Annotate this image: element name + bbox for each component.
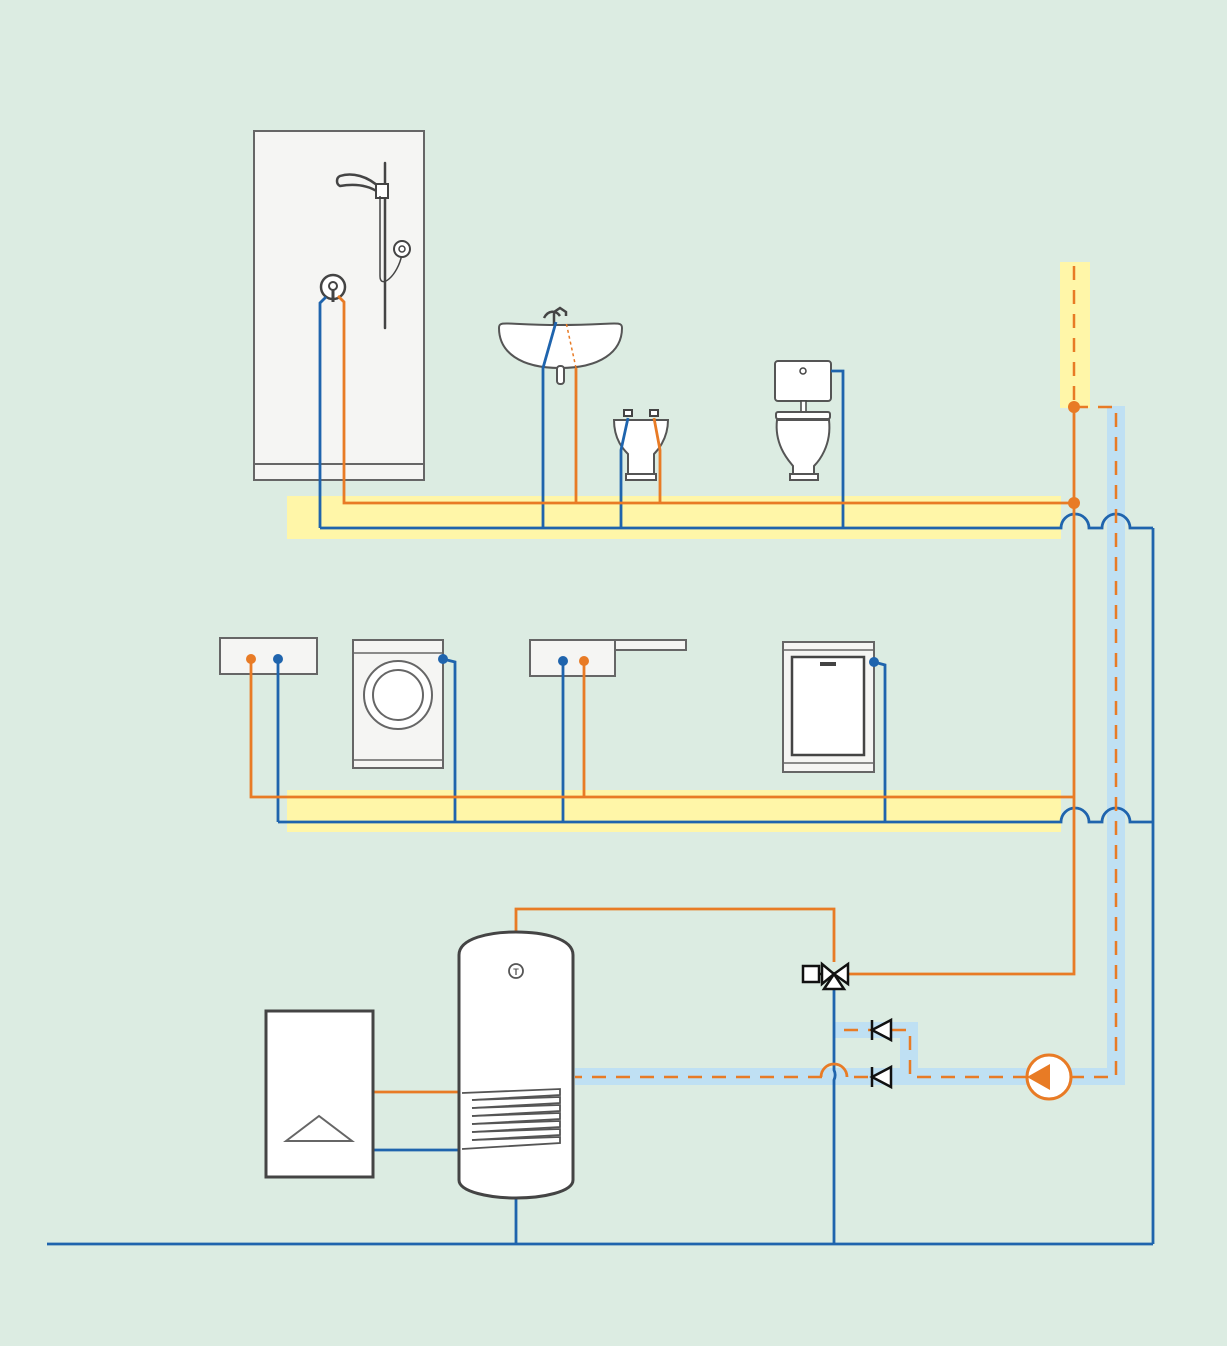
boiler-icon [264,1009,375,1179]
sink-unit-icon [529,639,687,677]
valve-loop-insulation-side [900,1022,918,1084]
check-valve-lower [869,1064,893,1090]
hot-water-pipes [249,295,1076,1094]
washing-machine-dot [438,654,448,664]
washbasin-hot-feed-dashed [565,321,577,369]
cold-to-shower [318,296,327,528]
washbasin-bowl [497,322,624,370]
washbasin-faucet [542,306,568,325]
washbasin-drain [556,365,565,385]
bidet-cold-feed [620,419,629,451]
tap-box-cold-dot [273,654,283,664]
circulation-return-insulation [575,1068,1125,1085]
shower-outlet-outer [393,240,411,258]
shower-head [335,173,381,194]
washing-machine-icon [352,639,444,769]
hot-tank-outlet [514,907,836,962]
riser-hot-insulation [1060,262,1090,408]
bidet-icon [612,409,670,481]
valve-left-triangle [820,961,836,987]
washing-machine-glass [372,669,424,721]
check-valve-upper [869,1017,893,1043]
valve-right-triangle [831,961,850,987]
flame-triangle-icon [283,1114,355,1142]
bidet-base [625,473,657,481]
hot-junction-upper [1068,497,1080,509]
tap-box-left [219,637,318,675]
washbasin-icon [497,306,624,385]
shower-hose [379,196,403,283]
riser-circulation-insulation [1107,406,1125,1083]
toilet-cistern [774,360,832,402]
cold-bridge-arc [819,1062,849,1078]
shower-cabin [253,130,425,481]
toilet-base [789,473,819,481]
dishwasher-door [790,655,866,757]
washbasin-cold-feed [542,329,555,369]
valve-actuator [801,964,821,984]
dishwasher-handle [820,662,836,666]
check-valve-icon [869,1017,893,1090]
valve-bottom-triangle [821,971,847,991]
tap-box-hot-dot [246,654,256,664]
cold-to-toilet [831,369,845,528]
toilet-seat [775,411,831,420]
sink-cold-dot [558,656,568,666]
heating-coil [461,1088,561,1150]
boiler-body [264,1009,375,1179]
mixing-valve-icon [801,961,850,991]
dishwasher-dot [869,657,879,667]
shower-outlet-inner [398,245,406,253]
shower-holder [375,183,389,199]
bidet-tap-left [623,409,633,417]
sink-box [529,639,616,677]
hot-middle-branch [249,659,1074,799]
circulation-pump-icon [1025,1053,1073,1101]
hot-to-bidet [652,417,662,503]
bidet-tap-right [649,409,659,417]
sink-hot-dot [579,656,589,666]
cold-to-mixing-valve [832,986,837,1244]
hot-riser [848,407,1076,976]
pump-arrow [1027,1064,1050,1090]
junctions [246,401,1080,667]
toilet-icon [774,360,832,481]
cold-upper-branch [320,512,1153,530]
storage-tank-icon: T [457,930,575,1200]
shower-icon [253,130,425,481]
hot-junction-top [1068,401,1080,413]
toilet-flush-button [799,367,807,375]
shower-tray [253,463,425,481]
thermometer-label: T [513,967,519,977]
dishwasher-icon [782,641,875,773]
thermometer-icon [508,963,524,979]
cold-middle-branch [278,806,1153,824]
hot-upper-branch [337,295,1074,505]
